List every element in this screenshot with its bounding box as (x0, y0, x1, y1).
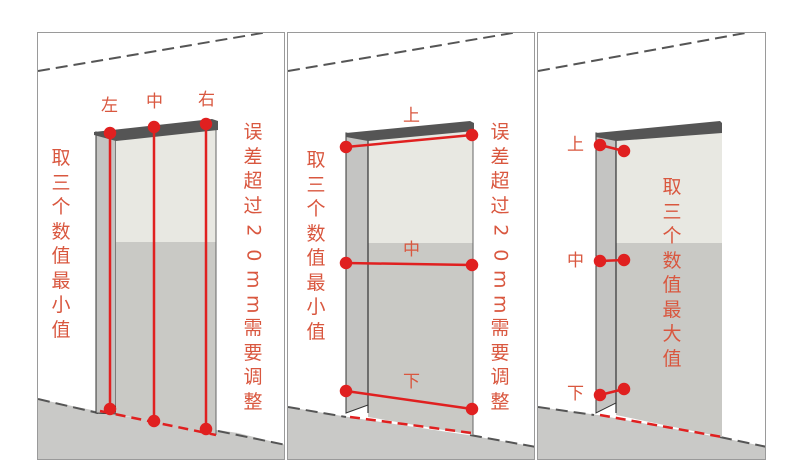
floor-measure-line (599, 413, 723, 439)
measurement-lines (339, 128, 479, 435)
measurement-points (593, 138, 631, 402)
wall-upper (116, 127, 216, 242)
label-bottom: 下 (403, 372, 420, 392)
lintel (346, 121, 474, 141)
label-left: 左 (101, 96, 118, 116)
wall-upper (368, 125, 473, 243)
wall-lower (368, 243, 473, 435)
floor (538, 407, 765, 459)
wall-lower (616, 243, 722, 437)
wall-upper (616, 127, 722, 243)
floor (38, 399, 284, 459)
floor (288, 407, 534, 459)
measurement-lines (99, 117, 217, 437)
label-bottom: 下 (567, 384, 584, 404)
wall-lower (116, 242, 216, 435)
note-max-value: 取三个数值最大值 (662, 176, 682, 370)
door-reveal (595, 132, 617, 414)
label-middle: 中 (403, 240, 420, 260)
doorway-diagram-height (288, 33, 534, 459)
door-reveal (345, 132, 369, 414)
label-top: 上 (567, 135, 584, 155)
label-middle: 中 (567, 251, 584, 271)
lintel (596, 121, 722, 141)
doorway-diagram-width (38, 33, 284, 459)
panel-depth-measurement: 上 中 下 取三个数值最大值 (537, 32, 766, 460)
label-middle: 中 (146, 92, 163, 112)
ceiling-line (38, 33, 269, 72)
note-min-value: 取三个数值最小值 (51, 147, 71, 341)
doorway-diagram-depth (538, 33, 765, 459)
label-top: 上 (403, 106, 420, 126)
label-right: 右 (198, 90, 215, 110)
door-reveal (95, 131, 117, 415)
note-min-value: 取三个数值最小值 (306, 149, 326, 343)
